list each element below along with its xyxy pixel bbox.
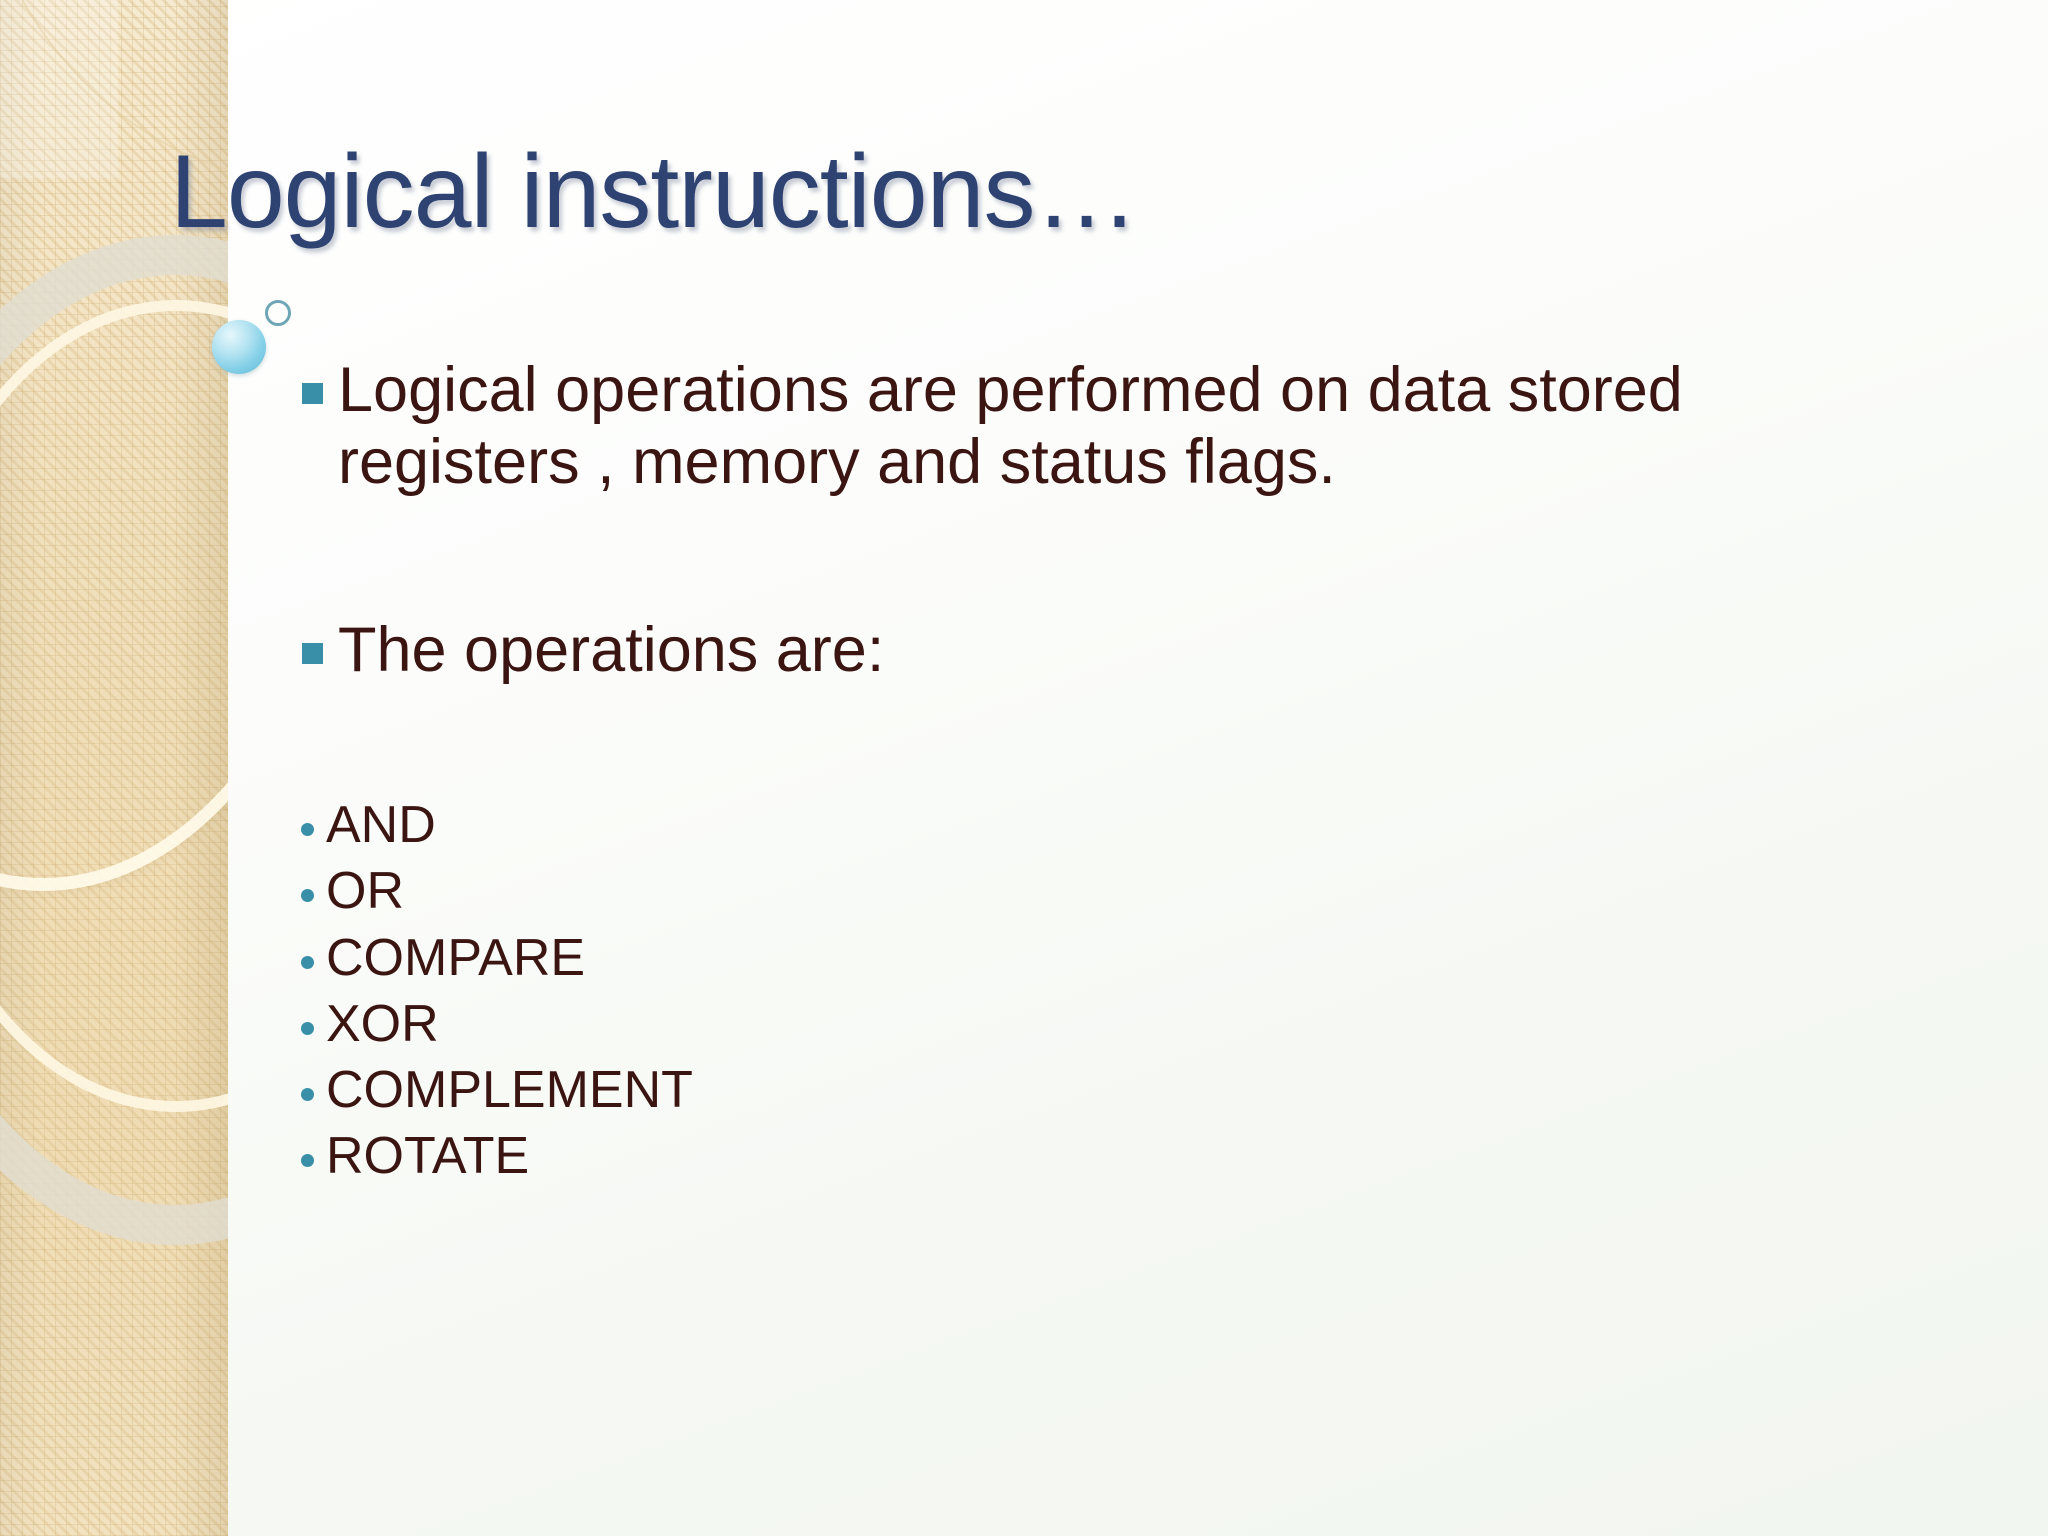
dot-bullet-icon (301, 889, 314, 903)
dot-bullet-icon (301, 1153, 314, 1167)
list-item: AND (300, 792, 1780, 858)
body-paragraph-text: The operations are: (338, 614, 885, 685)
dot-bullet-icon (301, 1021, 314, 1035)
paragraph-spacer (300, 499, 1780, 615)
square-bullet-icon (302, 642, 323, 664)
dot-bullet-icon (301, 823, 314, 837)
list-item: COMPLEMENT (300, 1057, 1780, 1123)
list-item: COMPARE (300, 925, 1780, 991)
body-paragraph: Logical operations are performed on data… (300, 355, 1780, 499)
list-item-label: OR (326, 862, 404, 921)
body-paragraph: The operations are: (300, 615, 1780, 687)
operations-list: AND OR COMPARE XOR COMPLEMENT ROTATE (300, 792, 1780, 1188)
list-item-label: AND (326, 796, 436, 855)
list-item-label: COMPARE (326, 928, 586, 987)
list-item-label: ROTATE (326, 1126, 530, 1185)
slide-title: Logical instructions… (170, 134, 1138, 250)
decorative-side-band (0, 0, 228, 1536)
body-paragraph-text: Logical operations are performed on data… (338, 355, 1683, 497)
list-item: XOR (300, 991, 1780, 1057)
list-item-label: COMPLEMENT (326, 1060, 693, 1119)
circle-sphere-icon (212, 320, 266, 374)
slide-body: Logical operations are performed on data… (300, 355, 1780, 1189)
list-item: ROTATE (300, 1123, 1780, 1189)
list-item-label: XOR (326, 994, 439, 1053)
list-spacer (300, 686, 1780, 792)
square-bullet-icon (302, 383, 323, 404)
circle-outline-icon (265, 300, 291, 326)
arc-ring-icon-inner (0, 300, 228, 1112)
dot-bullet-icon (301, 955, 314, 969)
list-item: OR (300, 858, 1780, 924)
dot-bullet-icon (301, 1087, 314, 1101)
